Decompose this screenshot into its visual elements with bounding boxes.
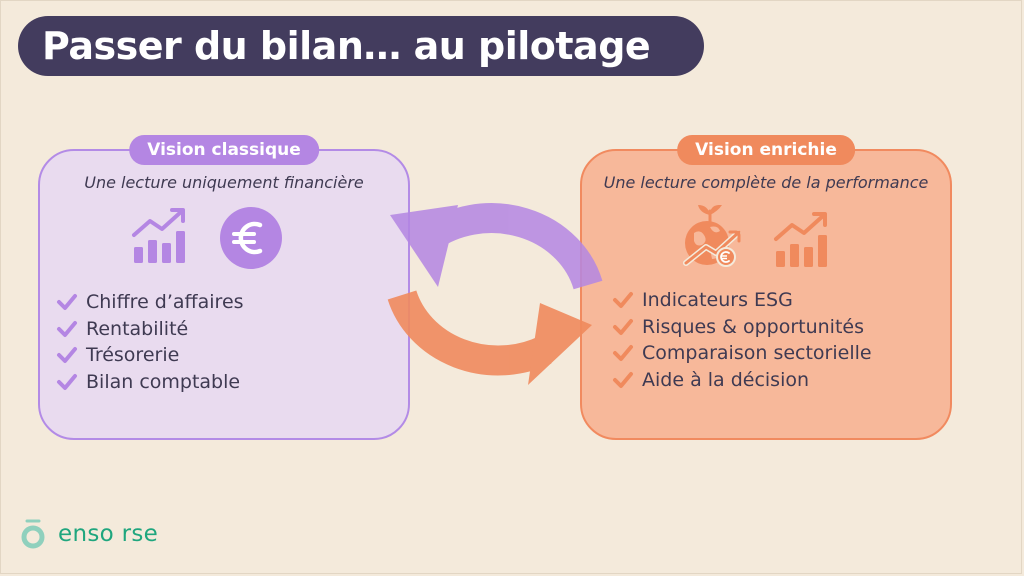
classic-vision-subtitle: Une lecture uniquement financière: [84, 173, 364, 192]
list-item: Chiffre d’affaires: [56, 289, 244, 316]
check-icon: [613, 292, 633, 309]
list-item: Risques & opportunités: [612, 314, 872, 341]
list-item-label: Indicateurs ESG: [642, 289, 793, 312]
check-icon: [57, 347, 77, 364]
title-banner: Passer du bilan… au pilotage: [18, 16, 704, 76]
list-item: Bilan comptable: [56, 369, 244, 396]
check-icon: [613, 345, 633, 362]
check-icon: [57, 294, 77, 311]
list-item: Indicateurs ESG: [612, 287, 872, 314]
classic-vision-badge: Vision classique: [129, 135, 319, 165]
enriched-vision-badge: Vision enrichie: [677, 135, 855, 165]
enso-logo-icon: [21, 519, 45, 549]
growth-chart-icon: [774, 212, 827, 267]
classic-vision-card: Vision classique Une lecture uniquement …: [38, 135, 410, 440]
list-item: Rentabilité: [56, 316, 244, 343]
classic-vision-list: Chiffre d’affaires Rentabilité Trésoreri…: [56, 289, 244, 395]
growth-chart-icon: [132, 208, 185, 263]
list-item-label: Aide à la décision: [642, 368, 810, 391]
enriched-vision-card: Vision enrichie Une lecture complète de …: [580, 135, 952, 440]
list-item: Aide à la décision: [612, 367, 872, 394]
list-item: Comparaison sectorielle: [612, 340, 872, 367]
check-icon: [613, 371, 633, 388]
orange-cycle-arrow: [387, 290, 592, 385]
list-item-label: Bilan comptable: [86, 370, 241, 393]
check-icon: [613, 318, 633, 335]
euro-icon: [220, 207, 282, 269]
enriched-vision-subtitle: Une lecture complète de la performance: [603, 173, 929, 192]
check-icon: [57, 320, 77, 337]
check-icon: [57, 373, 77, 390]
brand-name: enso rse: [58, 521, 159, 547]
cycle-arrows: [387, 203, 603, 385]
brand-logo: enso rse: [20, 518, 158, 550]
purple-cycle-arrow: [390, 203, 603, 290]
page-title: Passer du bilan… au pilotage: [42, 24, 651, 68]
list-item-label: Risques & opportunités: [642, 315, 864, 338]
enriched-vision-list: Indicateurs ESG Risques & opportunités C…: [612, 287, 872, 393]
enriched-icons: [582, 205, 950, 273]
list-item-label: Chiffre d’affaires: [86, 291, 244, 314]
list-item-label: Comparaison sectorielle: [642, 342, 872, 365]
list-item: Trésorerie: [56, 342, 244, 369]
list-item-label: Rentabilité: [86, 317, 189, 340]
globe-sprout-icon: [683, 205, 741, 267]
classic-icons: [40, 207, 408, 273]
list-item-label: Trésorerie: [86, 344, 180, 367]
